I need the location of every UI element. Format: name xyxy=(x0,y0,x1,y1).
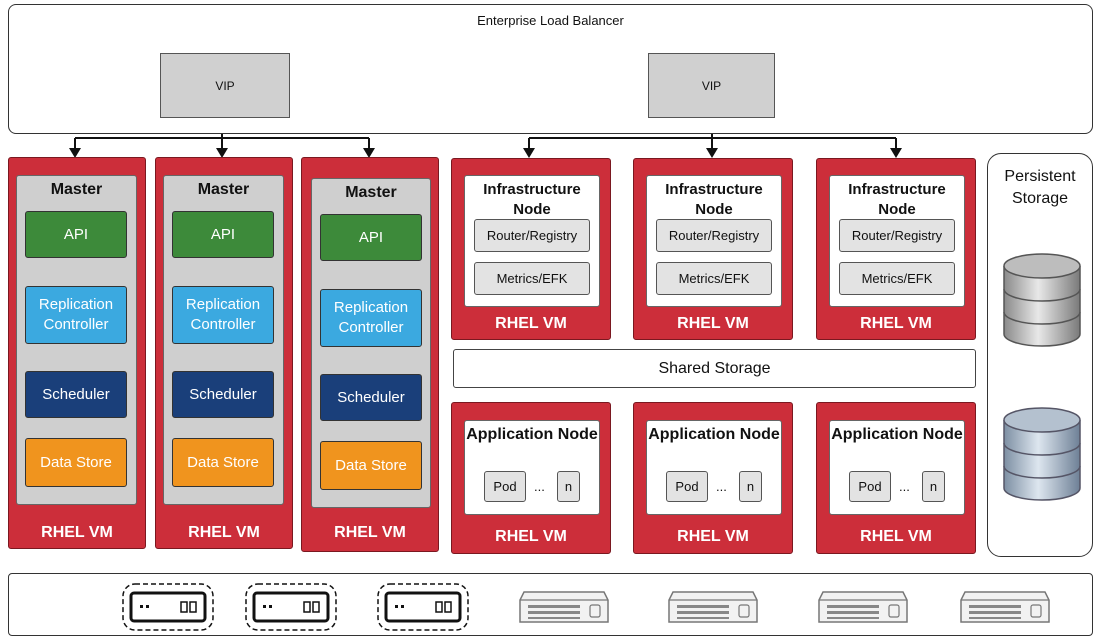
api-component: API xyxy=(25,211,127,258)
application-node-title: Application Node xyxy=(466,426,598,443)
vip-box-left: VIP xyxy=(160,53,290,118)
server-icon xyxy=(245,583,337,631)
rack-server-icon xyxy=(818,591,908,623)
shared-storage-bar: Shared Storage xyxy=(453,349,976,388)
hardware-row xyxy=(8,573,1093,636)
replication-controller-component: Replication Controller xyxy=(172,286,274,344)
database-icon xyxy=(1003,407,1081,501)
application-node-panel: Application Node Pod ... n xyxy=(646,420,782,515)
api-component: API xyxy=(320,214,422,261)
infrastructure-node-panel: Infrastructure Node Router/Registry Metr… xyxy=(464,175,600,307)
metrics-efk-service: Metrics/EFK xyxy=(656,262,772,295)
pod-n-box: n xyxy=(557,471,580,502)
router-registry-service: Router/Registry xyxy=(656,219,772,252)
replication-controller-component: Replication Controller xyxy=(320,289,422,347)
master-panel: Master API Replication Controller Schedu… xyxy=(311,178,431,508)
persistent-storage-title: Persistent Storage xyxy=(1004,168,1076,207)
master-vm-3: Master API Replication Controller Schedu… xyxy=(301,157,439,552)
rhel-vm-label: RHEL VM xyxy=(495,528,567,545)
infrastructure-node-title: Infrastructure Node xyxy=(665,181,763,218)
scheduler-component: Scheduler xyxy=(320,374,422,421)
database-icon xyxy=(1003,253,1081,347)
infrastructure-node-panel: Infrastructure Node Router/Registry Metr… xyxy=(829,175,965,307)
master-title: Master xyxy=(345,184,397,201)
ellipsis: ... xyxy=(534,479,545,494)
rack-server-icon xyxy=(668,591,758,623)
application-node-title: Application Node xyxy=(648,426,780,443)
app-vm-2: Application Node Pod ... n RHEL VM xyxy=(633,402,793,554)
data-store-component: Data Store xyxy=(320,441,422,490)
rhel-vm-label: RHEL VM xyxy=(495,315,567,332)
rhel-vm-label: RHEL VM xyxy=(860,315,932,332)
scheduler-component: Scheduler xyxy=(172,371,274,418)
infra-vm-2: Infrastructure Node Router/Registry Metr… xyxy=(633,158,793,340)
router-registry-service: Router/Registry xyxy=(474,219,590,252)
data-store-component: Data Store xyxy=(172,438,274,487)
rack-server-icon xyxy=(960,591,1050,623)
server-icon xyxy=(377,583,469,631)
replication-controller-component: Replication Controller xyxy=(25,286,127,344)
metrics-efk-service: Metrics/EFK xyxy=(474,262,590,295)
ellipsis: ... xyxy=(899,479,910,494)
metrics-efk-service: Metrics/EFK xyxy=(839,262,955,295)
master-panel: Master API Replication Controller Schedu… xyxy=(163,175,284,505)
app-vm-1: Application Node Pod ... n RHEL VM xyxy=(451,402,611,554)
rhel-vm-label: RHEL VM xyxy=(677,315,749,332)
persistent-storage-panel: Persistent Storage xyxy=(987,153,1093,557)
pod-n-box: n xyxy=(739,471,762,502)
master-title: Master xyxy=(197,181,250,198)
master-panel: Master API Replication Controller Schedu… xyxy=(16,175,137,505)
ellipsis: ... xyxy=(716,479,727,494)
infrastructure-node-panel: Infrastructure Node Router/Registry Metr… xyxy=(646,175,782,307)
infrastructure-node-title: Infrastructure Node xyxy=(848,181,946,218)
infra-vm-3: Infrastructure Node Router/Registry Metr… xyxy=(816,158,976,340)
server-icon xyxy=(122,583,214,631)
router-registry-service: Router/Registry xyxy=(839,219,955,252)
app-vm-3: Application Node Pod ... n RHEL VM xyxy=(816,402,976,554)
pod-box: Pod xyxy=(484,471,526,502)
master-title: Master xyxy=(50,181,103,198)
rack-server-icon xyxy=(519,591,609,623)
pod-box: Pod xyxy=(666,471,708,502)
infra-vm-1: Infrastructure Node Router/Registry Metr… xyxy=(451,158,611,340)
load-balancer-title: Enterprise Load Balancer xyxy=(477,13,624,28)
rhel-vm-label: RHEL VM xyxy=(677,528,749,545)
pod-box: Pod xyxy=(849,471,891,502)
pod-n-box: n xyxy=(922,471,945,502)
infrastructure-node-title: Infrastructure Node xyxy=(483,181,581,218)
rhel-vm-label: RHEL VM xyxy=(41,524,113,541)
data-store-component: Data Store xyxy=(25,438,127,487)
rhel-vm-label: RHEL VM xyxy=(860,528,932,545)
master-vm-1: Master API Replication Controller Schedu… xyxy=(8,157,146,549)
vip-box-right: VIP xyxy=(648,53,775,118)
rhel-vm-label: RHEL VM xyxy=(334,524,406,541)
rhel-vm-label: RHEL VM xyxy=(188,524,260,541)
master-vm-2: Master API Replication Controller Schedu… xyxy=(155,157,293,549)
api-component: API xyxy=(172,211,274,258)
application-node-panel: Application Node Pod ... n xyxy=(829,420,965,515)
application-node-title: Application Node xyxy=(831,426,963,443)
application-node-panel: Application Node Pod ... n xyxy=(464,420,600,515)
scheduler-component: Scheduler xyxy=(25,371,127,418)
